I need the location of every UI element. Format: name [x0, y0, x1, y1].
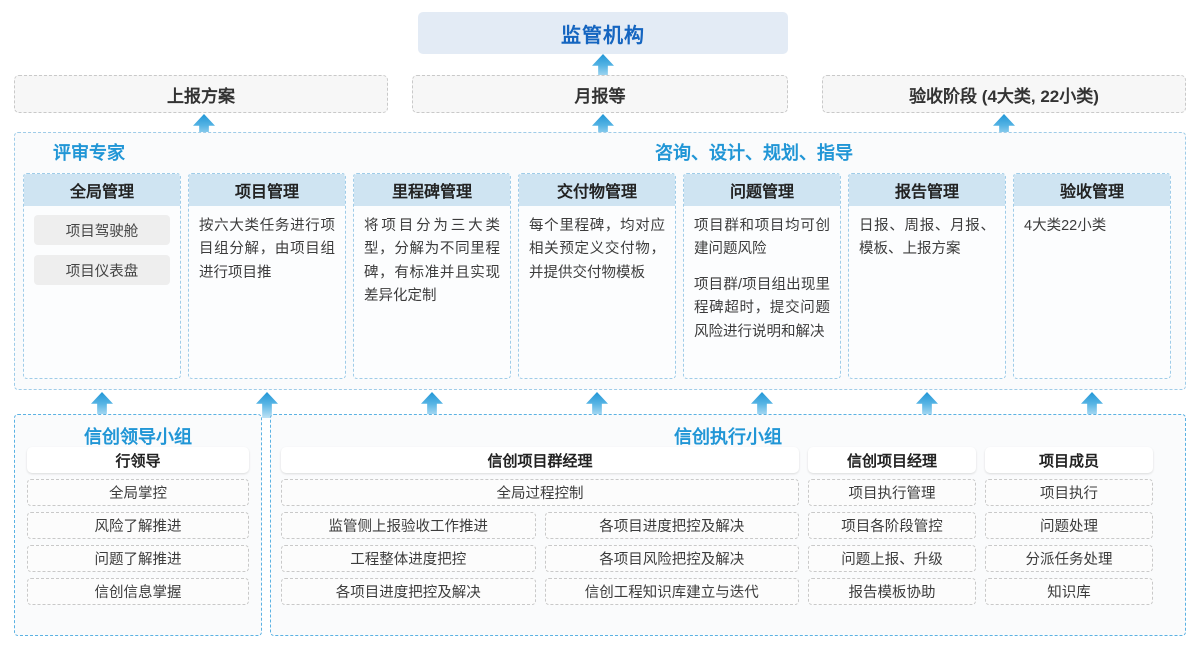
task-item[interactable]: 问题上报、升级 [808, 545, 976, 572]
chip-item[interactable]: 项目仪表盘 [34, 255, 170, 285]
task-pair: 各项目进度把控及解决 信创工程知识库建立与迭代 [281, 572, 799, 605]
group-title: 信创领导小组 [84, 427, 192, 447]
column-paragraph: 项目群和项目均可创建问题风险 [694, 218, 830, 258]
middle-panel: 评审专家 咨询、设计、规划、指导 全局管理 项目驾驶舱 项目仪表盘 项目管理 按… [14, 132, 1186, 390]
group-title: 信创执行小组 [674, 427, 782, 447]
task-item[interactable]: 项目执行管理 [808, 479, 976, 506]
chip-item[interactable]: 项目驾驶舱 [34, 215, 170, 245]
column-title: 全局管理 [24, 174, 180, 206]
column-body: 将项目分为三大类型，分解为不同里程碑，有标准并且实现差异化定制 [354, 206, 510, 378]
column-paragraph: 4大类22小类 [1024, 218, 1107, 234]
column-body: 日报、周报、月报、模板、上报方案 [849, 206, 1005, 378]
task-pair: 工程整体进度把控 各项目风险把控及解决 [281, 539, 799, 572]
column-title: 问题管理 [684, 174, 840, 206]
report-box-plan: 上报方案 [14, 75, 388, 113]
role-header: 信创项目经理 [808, 447, 976, 473]
task-item[interactable]: 报告模板协助 [808, 578, 976, 605]
column-body: 每个里程碑，均对应相关预定义交付物，并提供交付物模板 [519, 206, 675, 378]
task-item[interactable]: 问题处理 [985, 512, 1153, 539]
task-item[interactable]: 知识库 [985, 578, 1153, 605]
subgroup-program-manager: 信创项目群经理 全局过程控制 监管侧上报验收工作推进 各项目进度把控及解决 工程… [281, 447, 799, 619]
column-body: 项目驾驶舱 项目仪表盘 [24, 206, 180, 378]
column-milestone-management[interactable]: 里程碑管理 将项目分为三大类型，分解为不同里程碑，有标准并且实现差异化定制 [353, 173, 511, 379]
task-item[interactable]: 各项目进度把控及解决 [544, 512, 799, 539]
subgroup-project-manager: 信创项目经理 项目执行管理 项目各阶段管控 问题上报、升级 报告模板协助 [808, 447, 976, 619]
task-item[interactable]: 全局过程控制 [281, 479, 799, 506]
task-item[interactable]: 问题了解推进 [27, 545, 249, 572]
task-item[interactable]: 信创信息掌握 [27, 578, 249, 605]
task-item[interactable]: 监管侧上报验收工作推进 [281, 512, 536, 539]
report-box-acceptance: 验收阶段 (4大类, 22小类) [822, 75, 1186, 113]
execution-body: 信创项目群经理 全局过程控制 监管侧上报验收工作推进 各项目进度把控及解决 工程… [271, 447, 1185, 619]
role-header: 行领导 [27, 447, 249, 473]
column-report-management[interactable]: 报告管理 日报、周报、月报、模板、上报方案 [848, 173, 1006, 379]
task-item[interactable]: 全局掌控 [27, 479, 249, 506]
column-body: 4大类22小类 [1014, 206, 1170, 378]
column-acceptance-management[interactable]: 验收管理 4大类22小类 [1013, 173, 1171, 379]
bottom-panel: 信创领导小组 行领导 全局掌控 风险了解推进 问题了解推进 信创信息掌握 信创执… [14, 414, 1186, 636]
report-box-monthly: 月报等 [412, 75, 788, 113]
column-title: 报告管理 [849, 174, 1005, 206]
role-header: 信创项目群经理 [281, 447, 799, 473]
task-item[interactable]: 信创工程知识库建立与迭代 [544, 578, 799, 605]
task-pair: 监管侧上报验收工作推进 各项目进度把控及解决 [281, 506, 799, 539]
group-execution: 信创执行小组 信创项目群经理 全局过程控制 监管侧上报验收工作推进 各项目进度把… [270, 414, 1186, 636]
column-global-management[interactable]: 全局管理 项目驾驶舱 项目仪表盘 [23, 173, 181, 379]
column-paragraph: 每个里程碑，均对应相关预定义交付物，并提供交付物模板 [529, 218, 665, 281]
column-body: 项目群和项目均可创建问题风险 项目群/项目组出现里程碑超时，提交问题风险进行说明… [684, 206, 840, 378]
leadership-body: 行领导 全局掌控 风险了解推进 问题了解推进 信创信息掌握 [15, 447, 261, 605]
middle-label-review-experts: 评审专家 [53, 143, 125, 163]
middle-label-consulting: 咨询、设计、规划、指导 [655, 143, 853, 163]
column-issue-management[interactable]: 问题管理 项目群和项目均可创建问题风险 项目群/项目组出现里程碑超时，提交问题风… [683, 173, 841, 379]
task-item[interactable]: 工程整体进度把控 [281, 545, 536, 572]
task-item[interactable]: 分派任务处理 [985, 545, 1153, 572]
regulator-box: 监管机构 [418, 12, 788, 54]
column-deliverable-management[interactable]: 交付物管理 每个里程碑，均对应相关预定义交付物，并提供交付物模板 [518, 173, 676, 379]
group-leadership: 信创领导小组 行领导 全局掌控 风险了解推进 问题了解推进 信创信息掌握 [14, 414, 262, 636]
task-item[interactable]: 各项目进度把控及解决 [281, 578, 536, 605]
role-header: 项目成员 [985, 447, 1153, 473]
task-item[interactable]: 风险了解推进 [27, 512, 249, 539]
column-title: 项目管理 [189, 174, 345, 206]
column-title: 验收管理 [1014, 174, 1170, 206]
column-paragraph: 日报、周报、月报、模板、上报方案 [859, 218, 995, 258]
column-project-management[interactable]: 项目管理 按六大类任务进行项目组分解，由项目组进行项目推 [188, 173, 346, 379]
task-item[interactable]: 项目各阶段管控 [808, 512, 976, 539]
column-body: 按六大类任务进行项目组分解，由项目组进行项目推 [189, 206, 345, 378]
column-paragraph: 项目群/项目组出现里程碑超时，提交问题风险进行说明和解决 [694, 276, 830, 340]
capability-columns: 全局管理 项目驾驶舱 项目仪表盘 项目管理 按六大类任务进行项目组分解，由项目组… [23, 173, 1171, 379]
task-item[interactable]: 各项目风险把控及解决 [544, 545, 799, 572]
column-paragraph: 按六大类任务进行项目组分解，由项目组进行项目推 [199, 218, 335, 281]
subgroup-project-member: 项目成员 项目执行 问题处理 分派任务处理 知识库 [985, 447, 1153, 619]
column-title: 里程碑管理 [354, 174, 510, 206]
task-item[interactable]: 项目执行 [985, 479, 1153, 506]
column-paragraph: 将项目分为三大类型，分解为不同里程碑，有标准并且实现差异化定制 [364, 218, 500, 305]
column-title: 交付物管理 [519, 174, 675, 206]
middle-panel-header: 评审专家 咨询、设计、规划、指导 [15, 133, 1185, 169]
